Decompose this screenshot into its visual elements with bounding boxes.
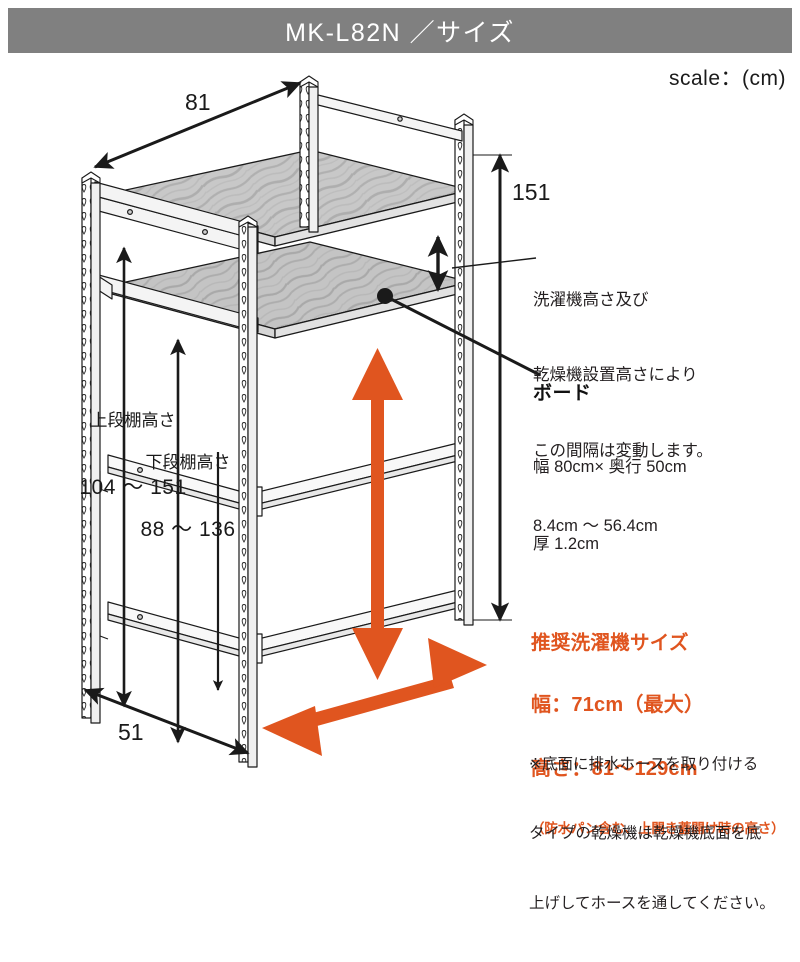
orange-dimension-arrows bbox=[262, 348, 487, 756]
gap-note-line-3: この間隔は変動します。 bbox=[533, 441, 713, 460]
diagram-page: MK-L82N ／サイズ scale：(cm) bbox=[8, 8, 792, 912]
gap-note-leader bbox=[451, 257, 537, 269]
washer-size-title: 推奨洗濯機サイズ bbox=[531, 632, 689, 654]
product-diagram bbox=[81, 75, 541, 768]
footnote: ※底面に排水ホースを取り付ける タイプの乾燥機は乾燥機底面を底 上げしてホースを… bbox=[529, 706, 775, 962]
upper-shelf-height-group: 上段棚高さ 104 〜 151 bbox=[58, 366, 208, 545]
top-rear-beam bbox=[317, 94, 463, 142]
lower-frame-beam-lower bbox=[107, 587, 467, 664]
depth-dimension-label: 51 bbox=[118, 719, 144, 745]
washer-width-value: 幅：71cm（最大） bbox=[531, 694, 705, 717]
width-dimension-label: 81 bbox=[185, 89, 211, 115]
gap-note-line-4: 8.4cm 〜 56.4cm bbox=[533, 516, 658, 535]
gap-note-line-2: 乾燥機設置高さにより bbox=[533, 366, 698, 385]
washer-height-value: 高さ：81〜129cm bbox=[531, 757, 698, 780]
footnote-line-3: 上げしてホースを通してください。 bbox=[529, 895, 775, 912]
depth-dimension-line bbox=[83, 687, 250, 756]
board-leader-line bbox=[384, 294, 541, 377]
board-spec-line-2: 厚 1.2cm bbox=[533, 534, 600, 553]
scale-label: scale：(cm) bbox=[668, 67, 786, 90]
post-back-middle bbox=[299, 75, 319, 233]
header-bar: MK-L82N ／サイズ bbox=[8, 8, 792, 53]
footnote-line-1: ※底面に排水ホースを取り付ける bbox=[529, 755, 759, 773]
lower-shelf-height-group: 下段棚高さ 88 〜 136 bbox=[113, 408, 263, 587]
page-title: MK-L82N ／サイズ bbox=[285, 18, 515, 47]
top-shelf-board bbox=[111, 149, 471, 247]
width-dimension-line bbox=[93, 81, 302, 169]
post-back-right bbox=[454, 113, 474, 626]
top-shelf-beams bbox=[94, 181, 259, 255]
washer-height-arrow bbox=[352, 348, 403, 680]
leader-dot-icon bbox=[377, 288, 393, 304]
gap-note-line-1: 洗濯機高さ及び bbox=[533, 291, 649, 310]
upper-shelf-height-label: 上段棚高さ bbox=[90, 410, 176, 430]
post-center bbox=[238, 215, 258, 768]
shelf-gap-note: 洗濯機高さ及び 乾燥機設置高さにより この間隔は変動します。 8.4cm 〜 5… bbox=[533, 238, 713, 589]
second-shelf-board bbox=[111, 241, 471, 339]
washer-width-arrow bbox=[262, 638, 487, 756]
lower-shelf-height-value: 88 〜 136 bbox=[140, 517, 236, 541]
height-dimension-label: 151 bbox=[512, 179, 551, 205]
board-spec: 幅 80cm× 奥行 50cm 厚 1.2cm bbox=[533, 404, 687, 609]
board-title: ボード bbox=[533, 383, 592, 404]
lower-shelf-height-label: 下段棚高さ bbox=[145, 452, 231, 472]
dimension-lines bbox=[83, 81, 541, 756]
upper-shelf-height-value: 104 〜 151 bbox=[79, 475, 187, 499]
board-spec-line-1: 幅 80cm× 奥行 50cm bbox=[533, 458, 687, 477]
footnote-line-2: タイプの乾燥機は乾燥機底面を底 bbox=[529, 825, 762, 843]
